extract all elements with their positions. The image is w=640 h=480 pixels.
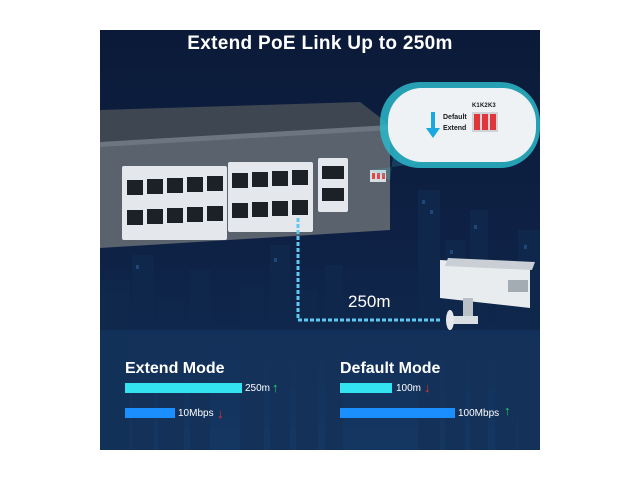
dip-switch-callout bbox=[370, 82, 540, 180]
distance-label: 250m bbox=[348, 292, 391, 311]
extend-distance-bar bbox=[125, 383, 242, 393]
dip-header-k2: K2 bbox=[480, 103, 488, 109]
extend-distance-value: 250m bbox=[245, 383, 271, 394]
default-speed-bar bbox=[340, 408, 455, 418]
banner-title: Extend PoE Link Up to 250m bbox=[187, 33, 453, 54]
default-mode-title: Default Mode bbox=[340, 360, 441, 377]
product-banner: Extend PoE Link Up to 250m 250m K1 K2 K3… bbox=[100, 30, 540, 450]
extend-speed-down-arrow-icon: ↓ bbox=[217, 406, 224, 421]
default-distance-down-arrow-icon: ↓ bbox=[424, 380, 431, 395]
dip-header-k1: K1 bbox=[472, 103, 480, 109]
default-speed-up-arrow-icon: ↑ bbox=[504, 403, 511, 418]
dip-row-extend: Extend bbox=[443, 125, 467, 132]
default-distance-bar bbox=[340, 383, 392, 393]
link-line bbox=[296, 218, 440, 322]
dip-header-k3: K3 bbox=[488, 103, 496, 109]
default-distance-value: 100m bbox=[396, 383, 422, 394]
security-camera bbox=[440, 258, 535, 330]
extend-distance-up-arrow-icon: ↑ bbox=[272, 380, 279, 395]
rj45-ports bbox=[127, 166, 344, 225]
extend-mode-title: Extend Mode bbox=[125, 360, 225, 377]
dip-row-default: Default bbox=[443, 114, 467, 121]
extend-speed-bar bbox=[125, 408, 175, 418]
default-speed-value: 100Mbps bbox=[458, 408, 500, 419]
extend-speed-value: 10Mbps bbox=[178, 408, 214, 419]
